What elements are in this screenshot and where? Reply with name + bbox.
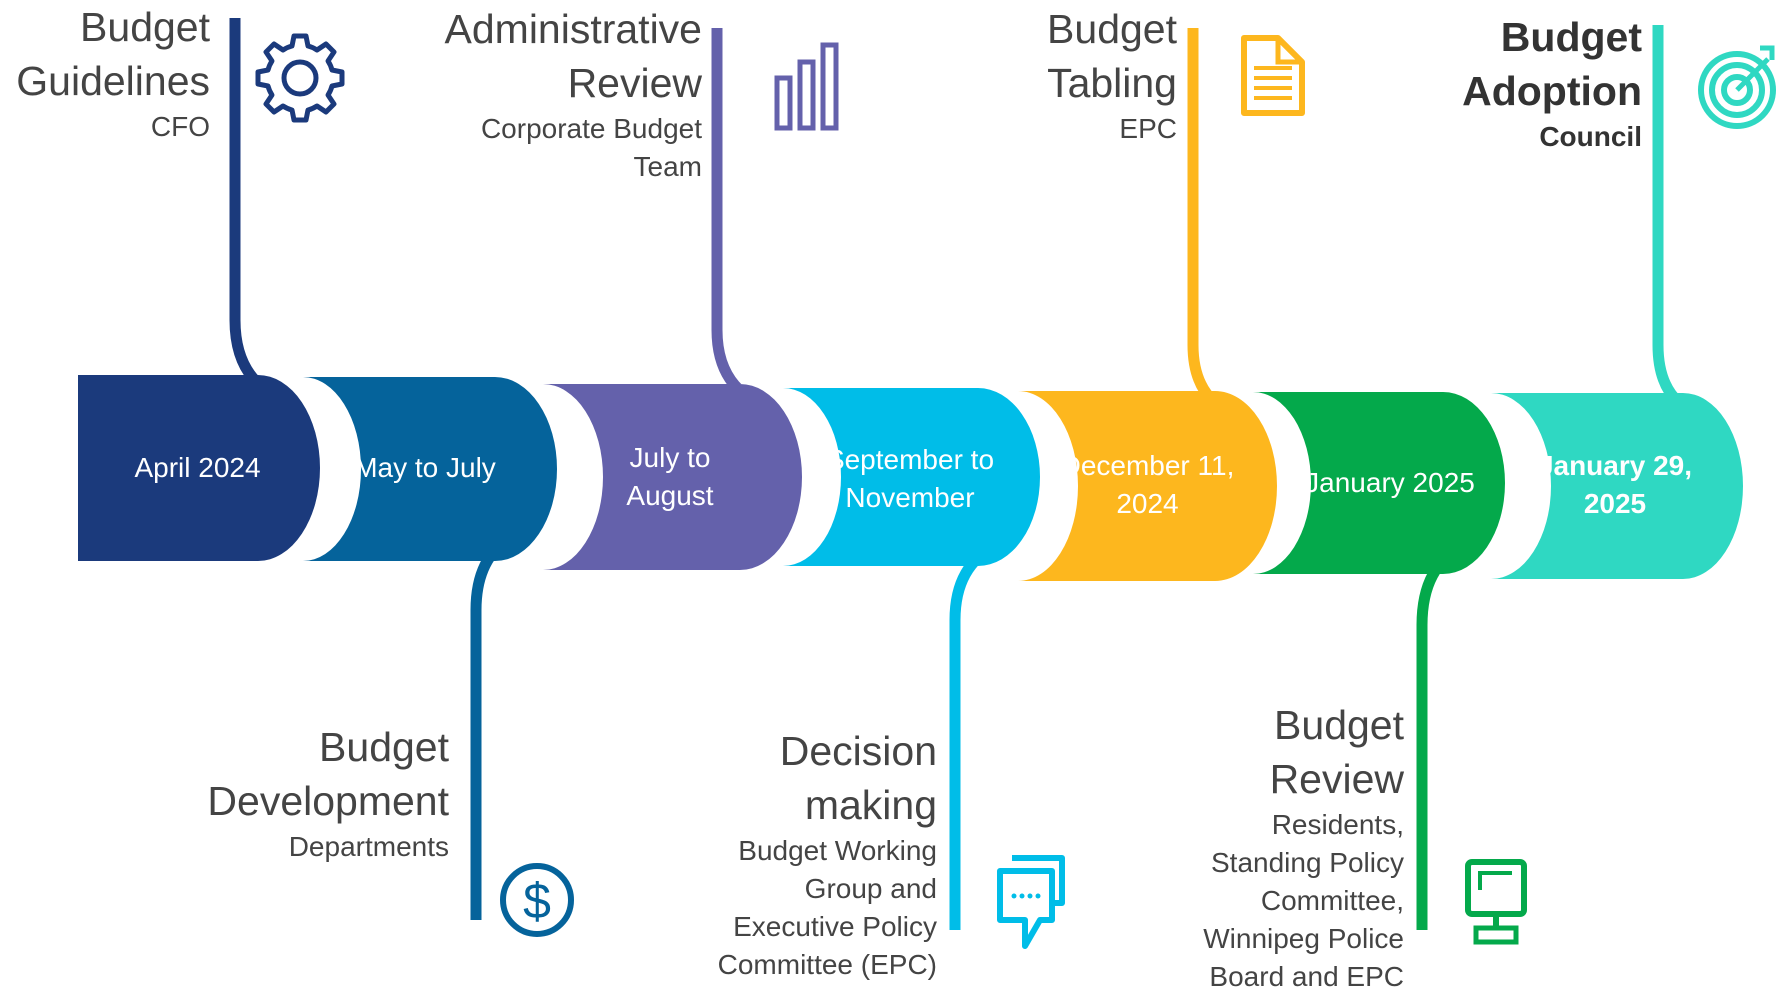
connector-admin-review [711, 28, 765, 411]
connector-adoption [1652, 25, 1703, 421]
milestone-decision: Decision making Budget Working Group and… [687, 724, 937, 984]
segment-date-5: December 11, 2024 [1060, 450, 1235, 519]
milestone-title: Budget Guidelines [16, 4, 210, 104]
segment-4 [775, 388, 1043, 566]
segment-date-6: January 2025 [1305, 467, 1475, 498]
segment-5 [1010, 391, 1280, 581]
milestone-owner: Corporate Budget Team [480, 113, 702, 182]
connector-development [470, 526, 523, 920]
computer-icon [1465, 859, 1527, 945]
target-icon [1698, 45, 1776, 129]
milestone-owner: Residents, Standing Policy Committee, Wi… [1203, 809, 1404, 992]
document-icon [1241, 35, 1305, 116]
segment-6 [1245, 392, 1508, 574]
segment-date-4: September to November [825, 444, 995, 513]
segment-date-1: April 2024 [134, 452, 261, 483]
milestone-owner: EPC [1119, 113, 1177, 144]
milestone-owner: Departments [288, 831, 449, 862]
milestone-owner: CFO [150, 111, 210, 142]
milestone-title: Budget Tabling [1047, 6, 1177, 106]
milestone-title: Budget Adoption [1462, 14, 1642, 114]
milestone-admin-review: Administrative Review Corporate Budget T… [412, 2, 702, 186]
segment-date-2: May to July [354, 452, 496, 483]
svg-text:$: $ [523, 873, 551, 929]
bar-chart-icon [774, 42, 839, 131]
milestone-development: Budget Development Departments [189, 720, 449, 866]
milestone-title: Budget Review [1269, 702, 1404, 802]
milestone-guidelines: Budget Guidelines CFO [0, 0, 210, 146]
milestone-owner: Council [1539, 121, 1642, 152]
dollar-icon: $ [500, 863, 574, 937]
gear-icon [255, 33, 345, 123]
milestone-title: Administrative Review [444, 6, 702, 106]
segment-3 [535, 384, 805, 570]
segment-2 [295, 377, 560, 561]
connector-review [1416, 540, 1468, 930]
segment-7 [1483, 393, 1743, 579]
connector-tabling [1187, 28, 1238, 421]
connector-decision [949, 540, 1000, 930]
milestone-review: Budget Review Residents, Standing Policy… [1174, 698, 1404, 996]
milestone-adoption: Budget Adoption Council [1412, 10, 1642, 156]
segment-1 [78, 375, 320, 561]
milestone-tabling: Budget Tabling EPC [997, 2, 1177, 148]
chat-bubbles-icon [997, 855, 1065, 949]
segment-date-7: January 29, 2025 [1537, 450, 1693, 519]
milestone-title: Decision making [779, 728, 937, 828]
milestone-owner: Budget Working Group and Executive Polic… [717, 835, 937, 980]
segment-date-3: July to August [626, 442, 714, 511]
milestone-title: Budget Development [207, 724, 449, 824]
